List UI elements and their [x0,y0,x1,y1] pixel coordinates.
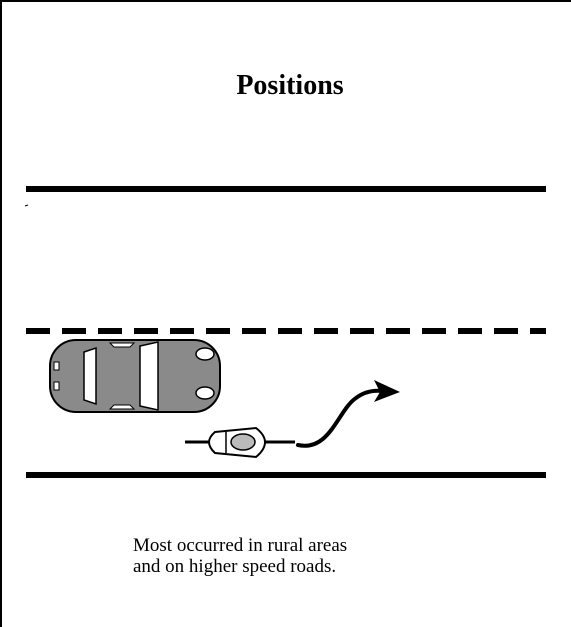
car-icon [50,340,220,412]
caption: Most occurred in rural areas and on high… [133,535,493,577]
caption-line-2: and on higher speed roads. [133,556,493,577]
stray-mark [25,205,28,206]
caption-line-1: Most occurred in rural areas [133,535,493,556]
swerve-arrow-icon [298,380,400,446]
motorcycle-icon [185,428,295,457]
